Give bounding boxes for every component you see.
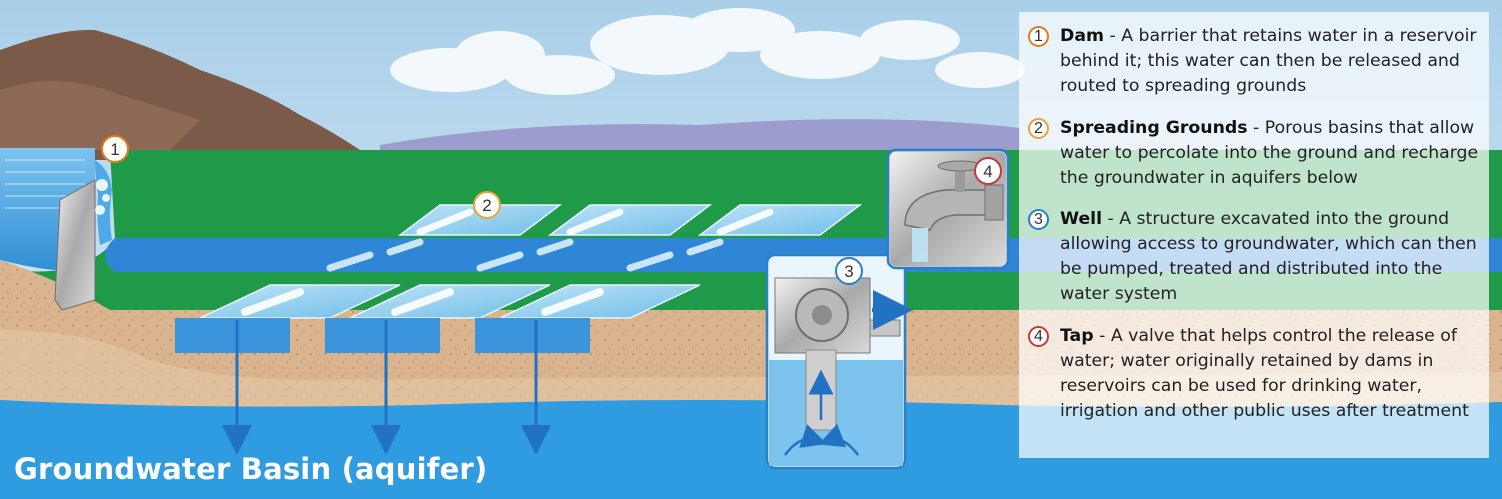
percolation-arrows (222, 320, 551, 455)
legend-badge-dam: 1 (1028, 26, 1049, 47)
spreading-marker: 2 (473, 191, 501, 219)
legend-desc-well: - A structure excavated into the ground … (1060, 209, 1477, 304)
legend-term-tap: Tap (1060, 326, 1094, 346)
clouds (390, 8, 1025, 95)
dam-marker: 1 (101, 135, 129, 163)
legend-text-dam: Dam - A barrier that retains water in a … (1060, 24, 1485, 99)
legend-term-dam: Dam (1060, 26, 1105, 46)
tap-marker: 4 (974, 157, 1002, 185)
legend-desc-tap: - A valve that helps control the release… (1060, 326, 1469, 421)
lower-spreading-pools (175, 284, 701, 353)
tap-marker-number: 4 (983, 162, 992, 181)
legend-panel: 1 Dam - A barrier that retains water in … (1019, 12, 1489, 458)
well-marker: 3 (835, 257, 863, 285)
spreading-marker-number: 2 (482, 196, 491, 215)
legend-term-well: Well (1060, 209, 1103, 229)
dam-structure (54, 160, 112, 311)
upper-spreading-pools (397, 204, 863, 236)
well-marker-number: 3 (844, 262, 853, 281)
legend-desc-spreading-grounds: - Porous basins that allow water to perc… (1060, 118, 1479, 188)
well-illustration (765, 253, 913, 470)
legend-badge-well: 3 (1028, 209, 1049, 230)
dam-marker-number: 1 (110, 140, 119, 159)
legend-badge-tap: 4 (1028, 326, 1049, 347)
legend-text-spreading-grounds: Spreading Grounds - Porous basins that a… (1060, 116, 1485, 191)
legend-text-tap: Tap - A valve that helps control the rel… (1060, 324, 1485, 424)
legend-badge-spreading-grounds: 2 (1028, 118, 1049, 139)
legend-desc-dam: - A barrier that retains water in a rese… (1060, 26, 1477, 96)
legend-term-spreading-grounds: Spreading Grounds (1060, 118, 1248, 138)
legend-text-well: Well - A structure excavated into the gr… (1060, 207, 1485, 307)
basin-label: Groundwater Basin (aquifer) (14, 452, 488, 486)
canal-pipes (326, 238, 724, 272)
